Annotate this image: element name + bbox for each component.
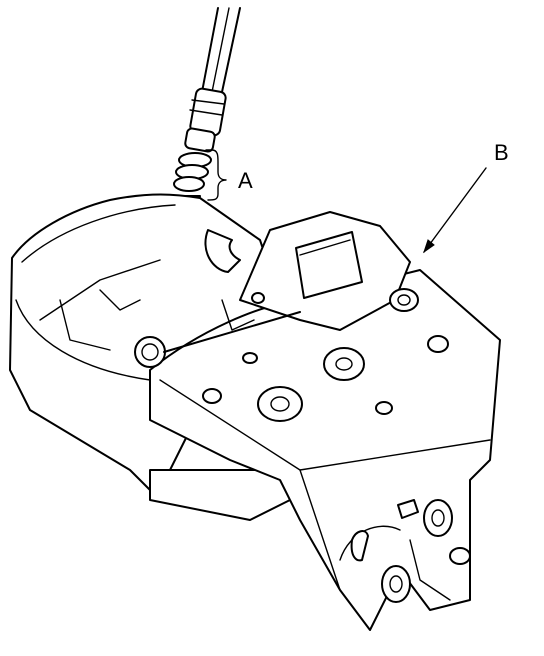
callout-b: B [423,140,509,254]
callout-a-label: A [238,168,253,193]
upper-bracket [239,211,411,331]
latch-hook [204,229,255,331]
callout-a: A [205,149,253,201]
mounting-holes [202,288,449,422]
latch-jaw [339,499,471,603]
lever-ring [134,311,301,368]
callout-b-label: B [494,140,509,165]
release-cable [201,7,241,93]
